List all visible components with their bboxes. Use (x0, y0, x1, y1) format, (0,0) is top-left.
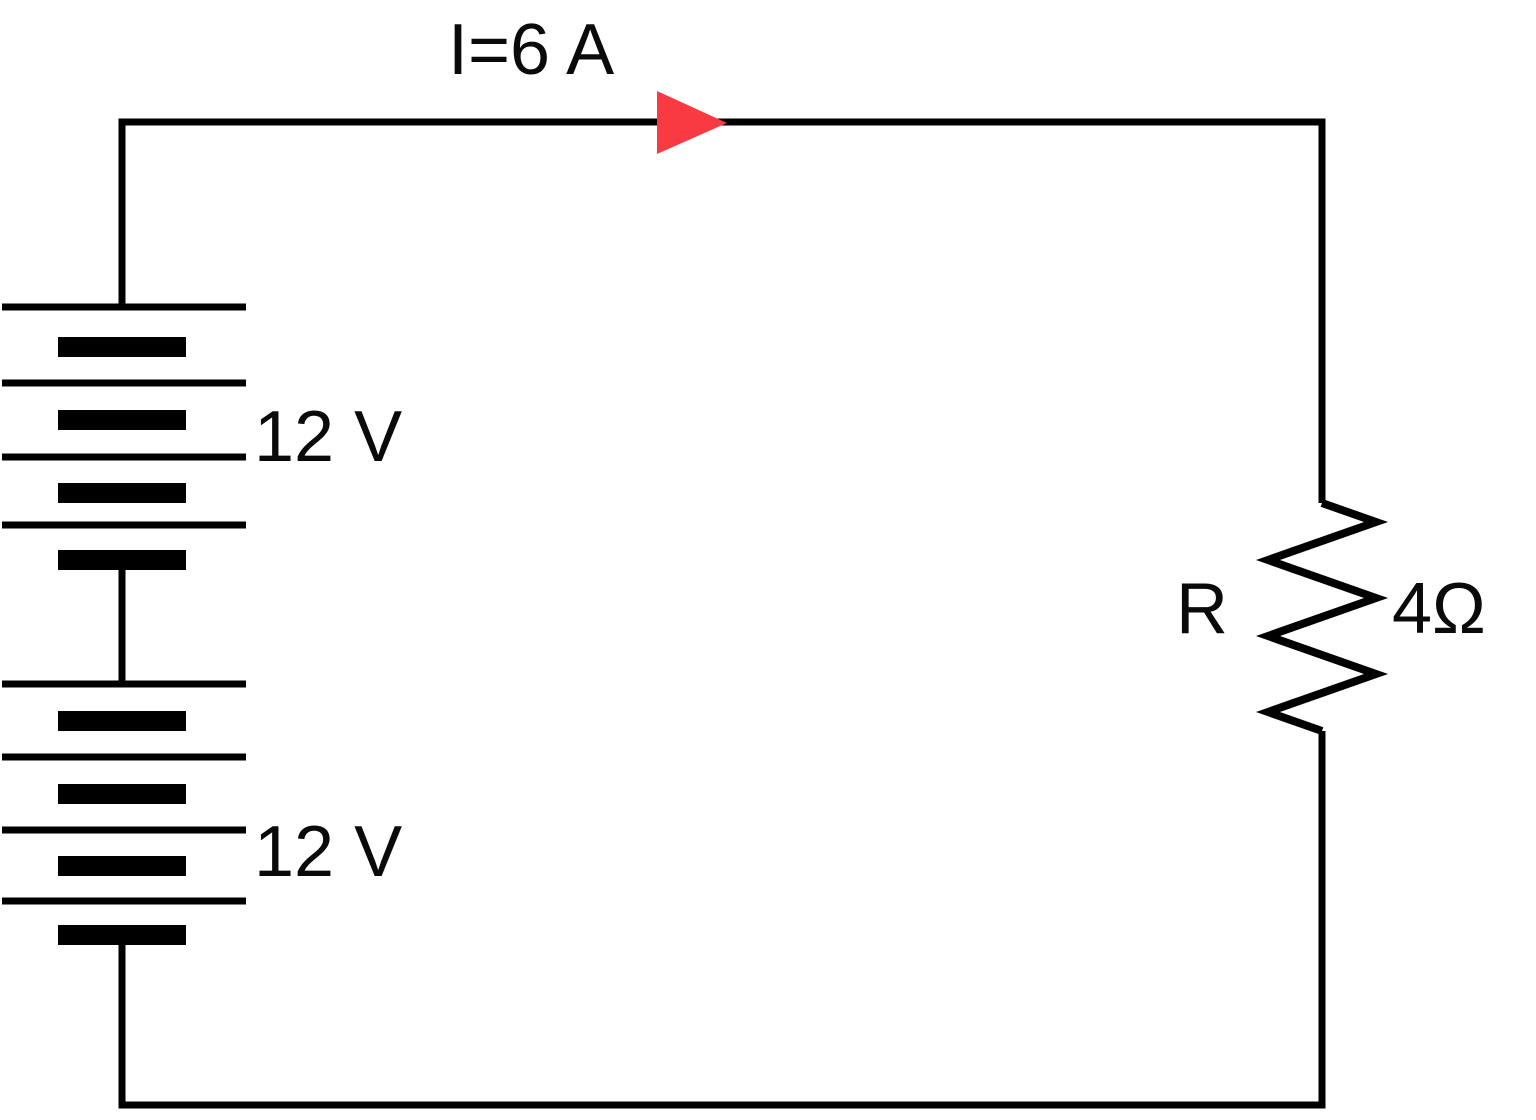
resistor-name-label: R (1176, 569, 1228, 649)
current-arrow-icon (657, 91, 727, 154)
battery-2-label: 12 V (254, 812, 402, 892)
battery-1 (2, 303, 246, 570)
wire-group (2, 118, 1389, 1109)
resistor-zigzag (1255, 499, 1389, 735)
battery-1-label: 12 V (254, 397, 402, 477)
battery-2 (2, 680, 246, 945)
current-label: I=6 A (448, 10, 614, 90)
labels: I=6 A 12 V 12 V R 4Ω (254, 10, 1486, 892)
resistor-value-label: 4Ω (1392, 569, 1486, 649)
